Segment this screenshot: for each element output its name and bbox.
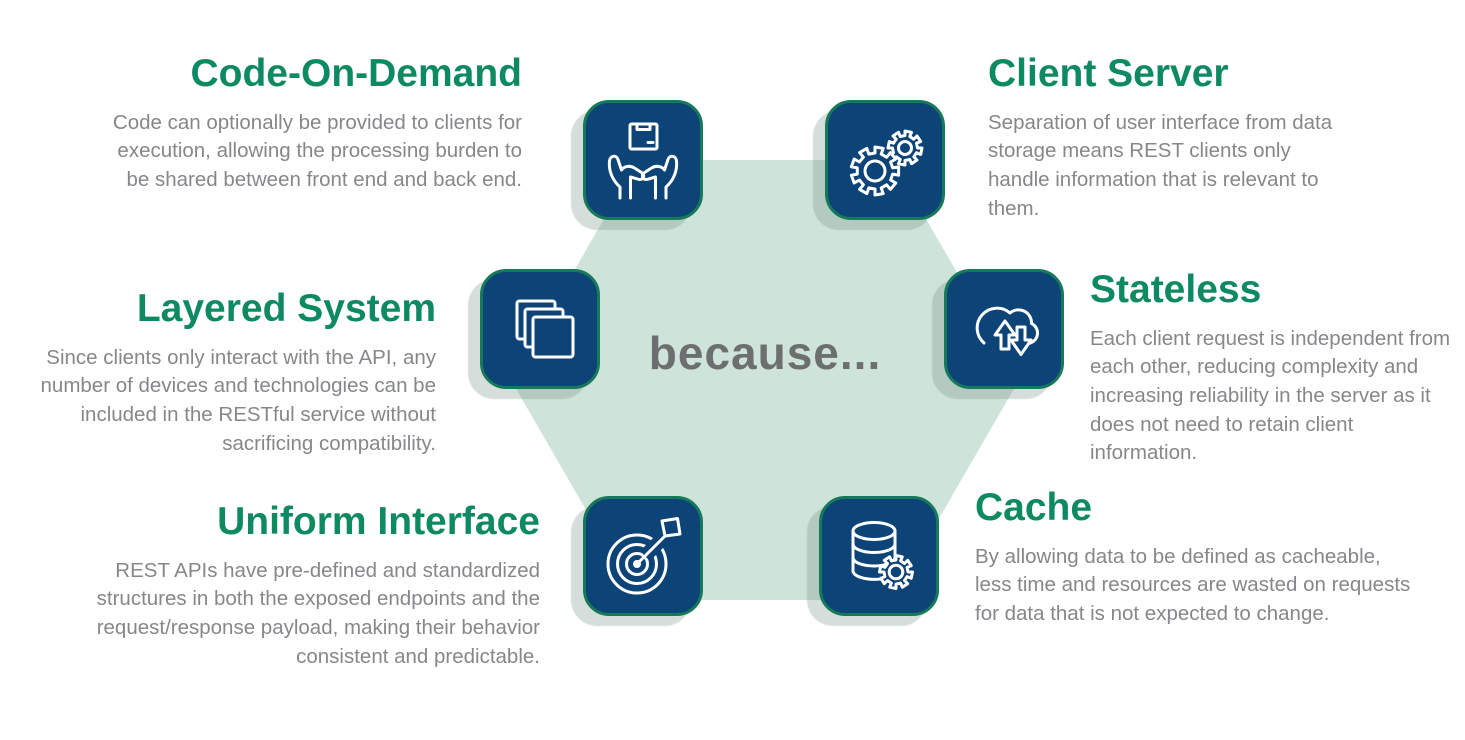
section-layered-system: Layered System Since clients only intera…: [0, 287, 436, 458]
section-title: Stateless: [1090, 268, 1262, 311]
section-stateless: Stateless Each client request is indepen…: [1090, 268, 1462, 468]
section-cache: Cache By allowing data to be defined as …: [975, 486, 1413, 629]
tile-cache: [819, 496, 939, 616]
section-uniform-interface: Uniform Interface REST APIs have pre-def…: [58, 500, 540, 671]
section-description: By allowing data to be defined as cachea…: [975, 544, 1411, 626]
section-title: Client Server: [988, 52, 1229, 95]
tile-stateless: [944, 269, 1064, 389]
tile-client-server: [825, 100, 945, 220]
section-description: REST APIs have pre-defined and standardi…: [96, 558, 540, 668]
tile-uniform-interface: [583, 496, 703, 616]
center-label: because...: [648, 327, 882, 379]
section-description: Separation of user interface from data s…: [988, 110, 1333, 220]
section-title: Code-On-Demand: [190, 52, 523, 95]
stacked-layers-icon: [490, 279, 590, 379]
tile-code-on-demand: [583, 100, 703, 220]
target-dart-icon: [593, 506, 693, 606]
database-gear-icon: [829, 506, 929, 606]
section-title: Layered System: [136, 287, 436, 330]
gears-icon: [835, 110, 935, 210]
section-description: Since clients only interact with the API…: [40, 345, 436, 455]
section-description: Each client request is independent from …: [1090, 326, 1451, 465]
section-title: Cache: [975, 486, 1093, 529]
section-description: Code can optionally be provided to clien…: [112, 110, 522, 192]
section-title: Uniform Interface: [217, 500, 540, 543]
tile-layered-system: [480, 269, 600, 389]
hands-holding-box-icon: [593, 110, 693, 210]
section-code-on-demand: Code-On-Demand Code can optionally be pr…: [108, 52, 522, 195]
cloud-sync-arrows-icon: [954, 279, 1054, 379]
section-client-server: Client Server Separation of user interfa…: [988, 52, 1336, 223]
